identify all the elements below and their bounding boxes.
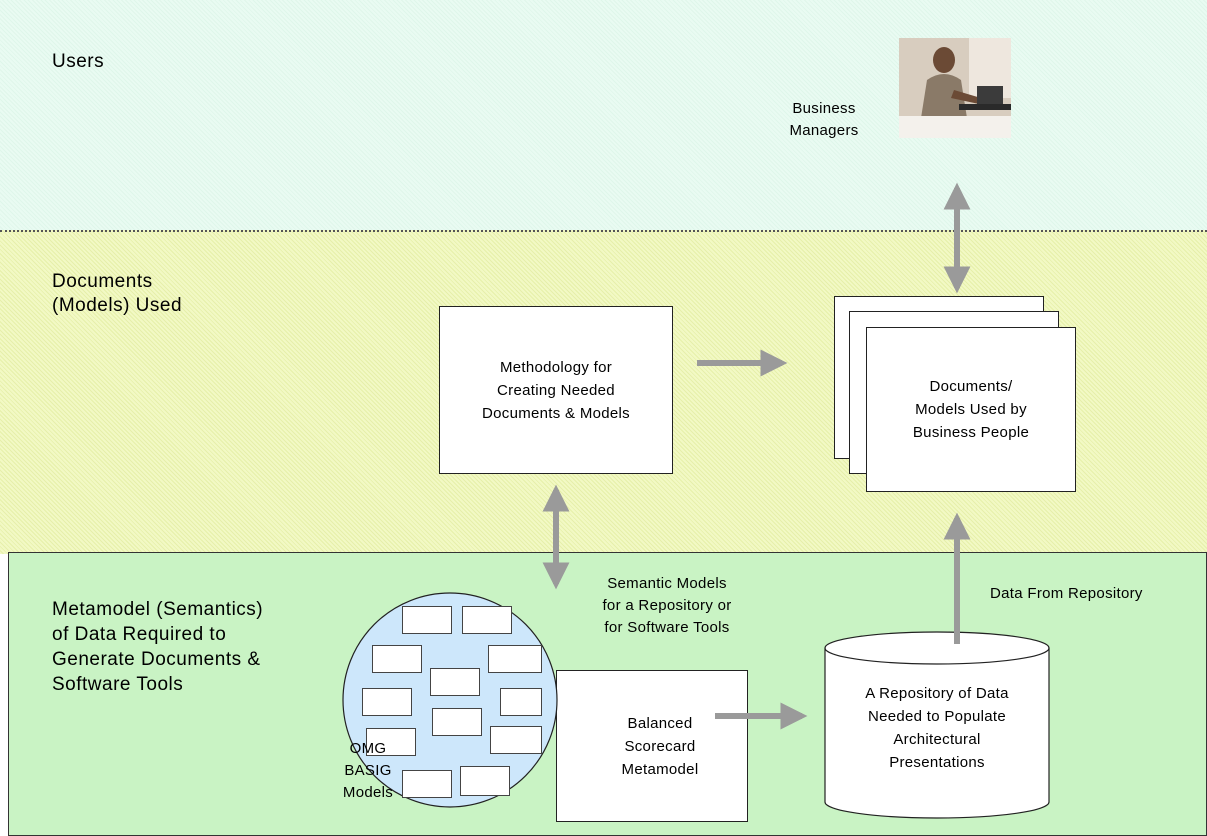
repository-cylinder — [824, 631, 1050, 819]
methodology-text: Methodology for Creating Needed Document… — [482, 358, 630, 422]
scorecard-text: Balanced Scorecard Metamodel — [621, 714, 699, 778]
users-band-title: Users — [52, 51, 105, 72]
mini-model-box — [402, 770, 452, 798]
semantic-models-label: Semantic Models for a Repository or for … — [602, 575, 732, 636]
documents-models-text: Documents/ Models Used by Business Peopl… — [912, 378, 1030, 441]
mini-model-box — [460, 766, 510, 796]
mini-model-box — [462, 606, 512, 634]
business-managers-label: Business Managers — [789, 100, 859, 139]
repository-text: A Repository of Data Needed to Populate … — [865, 685, 1009, 771]
mini-model-box — [430, 668, 480, 696]
methodology-box: Methodology for Creating Needed Document… — [439, 306, 673, 474]
mini-model-box — [366, 728, 416, 756]
mini-model-box — [490, 726, 542, 754]
data-from-repository-label: Data From Repository — [990, 585, 1143, 602]
business-manager-photo — [899, 38, 1011, 138]
mini-model-box — [402, 606, 452, 634]
scorecard-box: Balanced Scorecard Metamodel — [556, 670, 748, 822]
documents-band-title: Documents (Models) Used — [52, 271, 183, 316]
mini-model-box — [432, 708, 482, 736]
mini-model-box — [500, 688, 542, 716]
metamodel-band-title: Metamodel (Semantics) of Data Required t… — [52, 599, 264, 695]
person-at-laptop-icon — [899, 38, 1011, 138]
mini-model-box — [362, 688, 412, 716]
mini-model-box — [372, 645, 422, 673]
documents-models-box: Documents/ Models Used by Business Peopl… — [866, 327, 1076, 492]
omg-basig-label: OMG BASIG Models — [342, 740, 394, 801]
mini-model-box — [488, 645, 542, 673]
